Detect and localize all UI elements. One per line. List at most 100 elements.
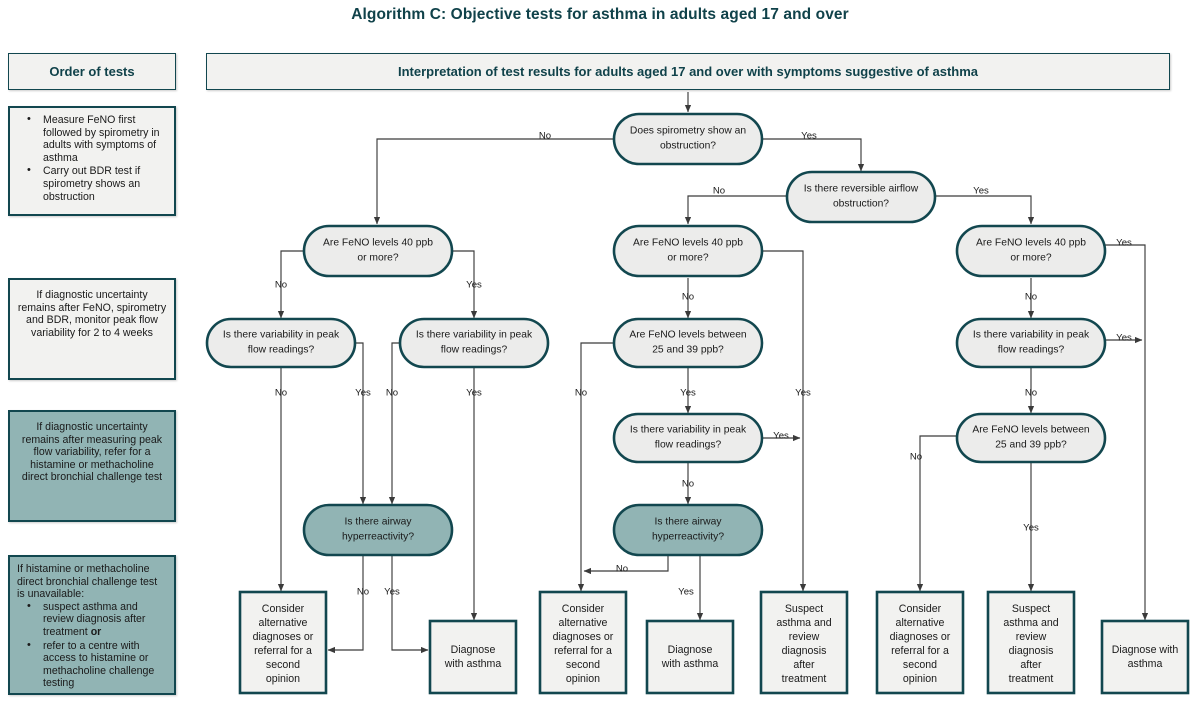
decision-node-reversible-airflow[interactable]: Is there reversible airflow obstruction? bbox=[785, 170, 937, 224]
outcome-box-mid-diagnose[interactable]: Diagnose with asthma bbox=[645, 619, 735, 695]
box-RB3-l2: asthma bbox=[1128, 658, 1163, 670]
outcome-box-left-diagnose[interactable]: Diagnose with asthma bbox=[428, 619, 518, 695]
edge-n2-yes bbox=[935, 195, 1035, 225]
decision-node-mid-feno25[interactable]: Are FeNO levels between 25 and 39 ppb? bbox=[612, 317, 764, 369]
edge-L1-no bbox=[277, 250, 304, 319]
edge-n1-yes bbox=[762, 138, 865, 172]
box-MB3-l4: diagnosis bbox=[782, 645, 827, 657]
edge-label-R3-no: No bbox=[910, 452, 922, 463]
edge-label-L4-no: No bbox=[357, 587, 369, 598]
decision-node-right-feno40[interactable]: Are FeNO levels 40 ppb or more? bbox=[955, 224, 1107, 278]
edge-M2-no bbox=[577, 342, 614, 592]
edge-label-n1-yes: Yes bbox=[801, 131, 817, 142]
box-MB1-l4: referral for a bbox=[554, 645, 612, 657]
flow-edges: No Yes No Yes No Yes No Yes No Yes No Ye… bbox=[275, 92, 1149, 654]
sidebar-item-step-1: Measure FeNO first followed by spirometr… bbox=[8, 106, 176, 216]
node-label-R2-line1: Is there variability in peak bbox=[973, 330, 1090, 341]
box-RB1-l4: referral for a bbox=[891, 645, 949, 657]
decision-node-spirometry-obstruction[interactable]: Does spirometry show an obstruction? bbox=[612, 112, 764, 166]
node-label-L2-line1: Is there variability in peak bbox=[223, 330, 340, 341]
edge-M1-yes bbox=[762, 250, 807, 592]
box-RB2-l5: after bbox=[1020, 659, 1042, 671]
outcome-box-mid-suspect[interactable]: Suspect asthma and review diagnosis afte… bbox=[759, 590, 849, 695]
decision-node-left-feno40[interactable]: Are FeNO levels 40 ppb or more? bbox=[302, 224, 454, 278]
node-label-R3-line1: Are FeNO levels between bbox=[972, 425, 1090, 436]
box-LB1-l3: diagnoses or bbox=[253, 631, 314, 643]
edge-R3-no bbox=[916, 435, 957, 592]
box-RB3-l1: Diagnose with bbox=[1112, 644, 1179, 656]
edge-n2-no bbox=[684, 195, 787, 225]
sidebar-step-2-text: If diagnostic uncertainty remains after … bbox=[17, 289, 167, 339]
box-LB2-l1: Diagnose bbox=[451, 644, 496, 656]
edge-label-R1-yes: Yes bbox=[1116, 238, 1132, 249]
outcome-box-left-consider[interactable]: Consider alternative diagnoses or referr… bbox=[238, 590, 328, 695]
edge-label-L2-yes: Yes bbox=[355, 388, 371, 399]
node-label-M4-line2: hyperreactivity? bbox=[652, 532, 724, 543]
box-RB2-l4: diagnosis bbox=[1009, 645, 1054, 657]
box-RB2-l3: review bbox=[1016, 631, 1047, 643]
sidebar-item-step-2: If diagnostic uncertainty remains after … bbox=[8, 278, 176, 380]
box-LB1-l1: Consider bbox=[262, 603, 305, 615]
box-RB1-l2: alternative bbox=[896, 617, 945, 629]
edge-label-M3-yes: Yes bbox=[773, 431, 789, 442]
node-label-R2-line2: flow readings? bbox=[998, 345, 1065, 356]
node-label-M3-line2: flow readings? bbox=[655, 440, 722, 451]
decision-node-mid-feno40[interactable]: Are FeNO levels 40 ppb or more? bbox=[612, 224, 764, 278]
edge-label-R2-yes: Yes bbox=[1116, 333, 1132, 344]
box-MB1-l3: diagnoses or bbox=[553, 631, 614, 643]
decision-node-mid-peakflow[interactable]: Is there variability in peak flow readin… bbox=[612, 412, 764, 464]
edge-label-R2-no: No bbox=[1025, 388, 1037, 399]
decision-node-mid-airway-hyperreactivity[interactable]: Is there airway hyperreactivity? bbox=[612, 503, 764, 557]
edge-label-L4-yes: Yes bbox=[384, 587, 400, 598]
node-label-R3-line2: 25 and 39 ppb? bbox=[995, 440, 1067, 451]
node-label-R1-line2: or more? bbox=[1010, 253, 1051, 264]
sidebar-item-step-4: If histamine or methacholine direct bron… bbox=[8, 555, 176, 695]
box-LB1-l6: opinion bbox=[266, 673, 300, 685]
node-label-M4-line1: Is there airway bbox=[655, 517, 723, 528]
edge-n1-no bbox=[373, 138, 614, 225]
outcome-box-right-suspect[interactable]: Suspect asthma and review diagnosis afte… bbox=[986, 590, 1076, 695]
edge-label-n2-yes: Yes bbox=[973, 186, 989, 197]
node-label-n2-line2: obstruction? bbox=[833, 199, 889, 210]
edge-label-n2-no: No bbox=[713, 186, 725, 197]
edge-L4-no bbox=[327, 555, 364, 654]
node-label-L4-line2: hyperreactivity? bbox=[342, 532, 414, 543]
decision-node-left-peakflow-b[interactable]: Is there variability in peak flow readin… bbox=[398, 317, 550, 369]
box-LB1-l5: second bbox=[266, 659, 300, 671]
decision-node-left-airway-hyperreactivity[interactable]: Is there airway hyperreactivity? bbox=[302, 503, 454, 557]
box-MB1-l2: alternative bbox=[559, 617, 608, 629]
edge-L4-yes bbox=[391, 555, 429, 654]
sidebar-step-4-bullet-0: suspect asthma and review diagnosis afte… bbox=[27, 600, 167, 639]
box-MB1-l5: second bbox=[566, 659, 600, 671]
edge-label-n1-no: No bbox=[539, 131, 551, 142]
decision-node-left-peakflow-a[interactable]: Is there variability in peak flow readin… bbox=[205, 317, 357, 369]
outcome-box-right-consider[interactable]: Consider alternative diagnoses or referr… bbox=[875, 590, 965, 695]
node-label-R1-line1: Are FeNO levels 40 ppb bbox=[976, 238, 1086, 249]
decision-node-right-peakflow[interactable]: Is there variability in peak flow readin… bbox=[955, 317, 1107, 369]
sidebar-step-3-text: If diagnostic uncertainty remains after … bbox=[21, 421, 163, 484]
box-MB3-l2: asthma and bbox=[776, 617, 831, 629]
node-label-M1-line2: or more? bbox=[667, 253, 708, 264]
sidebar-step-1-body: Measure FeNO first followed by spirometr… bbox=[10, 108, 174, 210]
box-MB3-l6: treatment bbox=[782, 673, 827, 685]
edge-R1-yes bbox=[1105, 244, 1149, 621]
edge-label-M4-no: No bbox=[616, 564, 628, 575]
edge-label-M1-yes: Yes bbox=[795, 388, 811, 399]
edge-L1-yes bbox=[451, 250, 478, 319]
sidebar-step-1-bullet-0: Measure FeNO first followed by spirometr… bbox=[27, 113, 167, 164]
node-label-L1-line2: or more? bbox=[357, 253, 398, 264]
outcome-box-right-diagnose[interactable]: Diagnose with asthma bbox=[1100, 619, 1190, 695]
flow-nodes: Does spirometry show an obstruction? Is … bbox=[205, 112, 1190, 695]
decision-node-right-feno25[interactable]: Are FeNO levels between 25 and 39 ppb? bbox=[955, 412, 1107, 464]
node-label-L1-line1: Are FeNO levels 40 ppb bbox=[323, 238, 433, 249]
outcome-box-mid-consider[interactable]: Consider alternative diagnoses or referr… bbox=[538, 590, 628, 695]
edge-label-M3-no: No bbox=[682, 479, 694, 490]
sidebar-item-step-3: If diagnostic uncertainty remains after … bbox=[8, 410, 176, 522]
edge-L2-yes bbox=[355, 342, 367, 505]
node-label-n2-line1: Is there reversible airflow bbox=[804, 184, 919, 195]
box-MB2-l1: Diagnose bbox=[668, 644, 713, 656]
box-MB1-l1: Consider bbox=[562, 603, 605, 615]
box-LB1-l2: alternative bbox=[259, 617, 308, 629]
